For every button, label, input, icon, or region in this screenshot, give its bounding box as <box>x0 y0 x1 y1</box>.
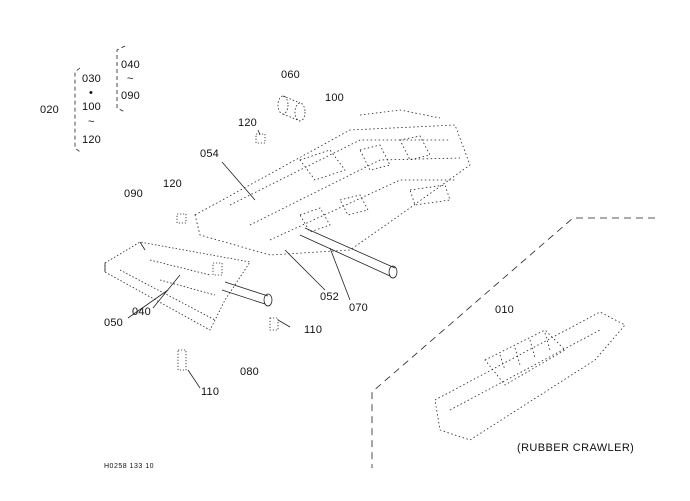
callout-080: 080 <box>240 366 259 378</box>
callout-110b: 110 <box>201 386 220 398</box>
rubber-crawler <box>434 311 626 441</box>
rubber-crawler-note: (RUBBER CRAWLER) <box>517 442 635 454</box>
range-tilde-symbol-a: ~ <box>88 116 95 128</box>
leader-120b <box>257 129 261 136</box>
range-tilde-symbol-b: ~ <box>127 73 134 85</box>
pin-070 <box>299 227 398 279</box>
callout-100a: 100 <box>82 101 101 113</box>
shoe-plate <box>104 241 251 331</box>
leader-110b <box>187 369 201 389</box>
callout-100b: 100 <box>325 92 344 104</box>
part-110a <box>212 262 279 331</box>
shoe-pin <box>221 281 273 307</box>
callout-090a: 090 <box>121 90 140 102</box>
callout-020: 020 <box>40 104 59 116</box>
callout-070: 070 <box>349 302 368 314</box>
callout-040a: 040 <box>121 59 140 71</box>
callout-120b: 120 <box>238 117 257 129</box>
leader-110a <box>277 319 291 328</box>
frame-assembly <box>194 109 471 256</box>
callout-050: 050 <box>104 317 123 329</box>
callout-052: 052 <box>320 291 339 303</box>
leader-070 <box>329 247 351 301</box>
part-110b <box>177 349 187 371</box>
leader-040 <box>152 274 181 309</box>
bolt-120-lower <box>176 213 187 224</box>
callout-120c: 120 <box>163 178 182 190</box>
bracket-right <box>116 45 126 113</box>
callout-110a: 110 <box>304 324 323 336</box>
leader-050 <box>127 289 169 319</box>
callout-060: 060 <box>281 69 300 81</box>
bracket-left <box>74 67 81 153</box>
leader-052 <box>284 249 326 291</box>
inset-border <box>371 217 655 468</box>
callout-010: 010 <box>495 304 514 316</box>
callout-090b: 090 <box>124 188 143 200</box>
callout-120a: 120 <box>82 134 101 146</box>
callout-054: 054 <box>200 148 219 160</box>
bushing-060 <box>277 95 306 122</box>
callout-040b: 040 <box>132 306 151 318</box>
leader-054 <box>221 161 256 201</box>
bolt-120-upper <box>255 133 266 144</box>
range-dot-symbol: • <box>89 87 94 99</box>
callout-030: 030 <box>82 73 101 85</box>
drawing-code: H0258 133 10 <box>104 463 154 470</box>
